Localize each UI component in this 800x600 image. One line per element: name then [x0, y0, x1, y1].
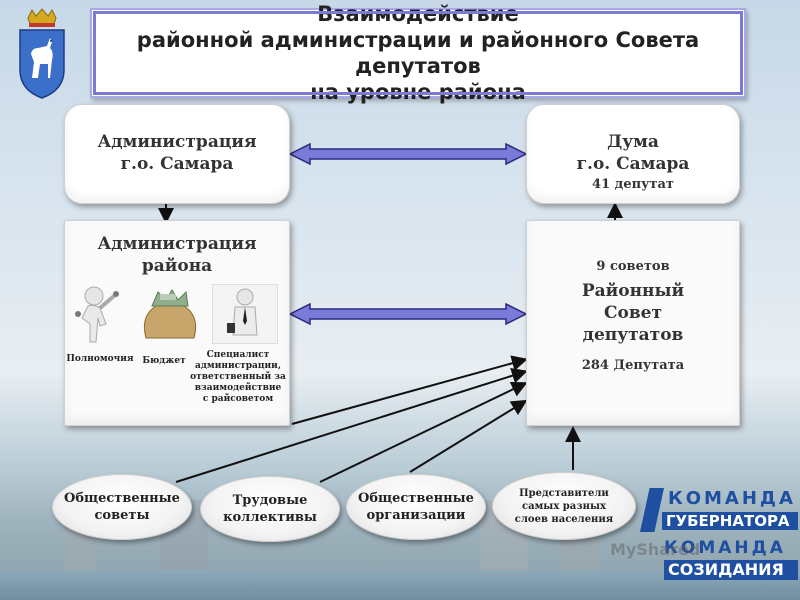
council-line-2: Совет: [603, 303, 663, 323]
oval-public-councils: Общественные советы: [52, 474, 192, 540]
duma-line-1: Дума: [607, 132, 659, 152]
money-bag-icon: [143, 289, 197, 339]
district-council-box: 9 советов Районный Совет депутатов 284 Д…: [526, 220, 740, 426]
oval-1-line-1: Общественные: [64, 491, 180, 506]
specialist-line-5: с райсоветом: [202, 394, 274, 404]
admin-district-line-2: района: [141, 256, 213, 276]
samara-coat-of-arms-icon: [19, 8, 65, 99]
specialist-line-4: взаимодействие: [194, 383, 282, 393]
specialist-line-2: администрации,: [195, 361, 281, 371]
oval-1-line-2: советы: [94, 508, 150, 523]
watermark: MyShared: [610, 540, 700, 559]
oval-4-line-3: слоев населения: [514, 513, 614, 525]
specialist-icon-frame: [212, 284, 278, 344]
duma-box: Дума г.о. Самара 41 депутат: [526, 104, 740, 204]
label-specialist: Специалист администрации, ответственный …: [186, 350, 290, 405]
admin-city-box: Администрация г.о. Самара: [64, 104, 290, 204]
watermark-text: MyShared: [610, 540, 701, 559]
specialist-icon: [227, 288, 258, 336]
oval-public-organizations: Общественные организации: [346, 474, 486, 540]
council-count: 9 советов: [596, 259, 670, 274]
title-line-3: на уровне района: [310, 80, 526, 104]
logo-governor-line-1: КОМАНДА: [668, 488, 796, 509]
title-line-2: районной администрации и районного Совет…: [136, 28, 700, 78]
admin-district-line-1: Администрация: [97, 234, 257, 254]
arrow-collectives-to-council: [319, 381, 528, 483]
council-line-3: депутатов: [582, 325, 684, 345]
specialist-line-1: Специалист: [206, 350, 270, 360]
label-budget: Бюджет: [142, 356, 186, 366]
page-title: Взаимодействие районной администрации и …: [90, 2, 746, 104]
oval-2-line-1: Трудовые: [232, 493, 308, 508]
logo-governor-line-2: ГУБЕРНАТОРА: [662, 512, 798, 530]
label-powers: Полномочия: [66, 354, 134, 364]
arrow-councils-to-council: [175, 367, 528, 483]
logo-team-governor: КОМАНДА ГУБЕРНАТОРА: [640, 488, 798, 532]
specialist-line-3: ответственный за: [190, 372, 286, 382]
oval-4-line-2: самых разных: [522, 500, 606, 512]
duma-deputies: 41 депутат: [592, 177, 674, 192]
duma-line-2: г.о. Самара: [576, 154, 690, 174]
logo-team-creation: КОМАНДА СОЗИДАНИЯ: [664, 538, 798, 582]
arrow-organizations-to-council: [409, 399, 528, 473]
oval-labor-collectives: Трудовые коллективы: [200, 476, 340, 542]
title-line-1: Взаимодействие: [317, 2, 519, 26]
council-line-1: Районный: [581, 281, 685, 301]
oval-2-line-2: коллективы: [223, 510, 317, 525]
double-arrow-district-council: [288, 302, 528, 326]
admin-city-line-2: г.о. Самара: [120, 154, 234, 174]
double-arrow-admin-duma: [288, 142, 528, 166]
oval-3-line-1: Общественные: [358, 491, 474, 506]
arrow-admin-to-council: [291, 355, 528, 425]
figure-icon: [75, 286, 119, 343]
logo-creation-line-1: КОМАНДА: [664, 538, 786, 558]
oval-3-line-2: организации: [366, 508, 466, 523]
logo-creation-line-2: СОЗИДАНИЯ: [664, 560, 798, 580]
admin-city-line-1: Администрация: [97, 132, 257, 152]
oval-4-line-1: Представители: [519, 487, 609, 499]
council-deputies: 284 Депутата: [581, 358, 685, 373]
